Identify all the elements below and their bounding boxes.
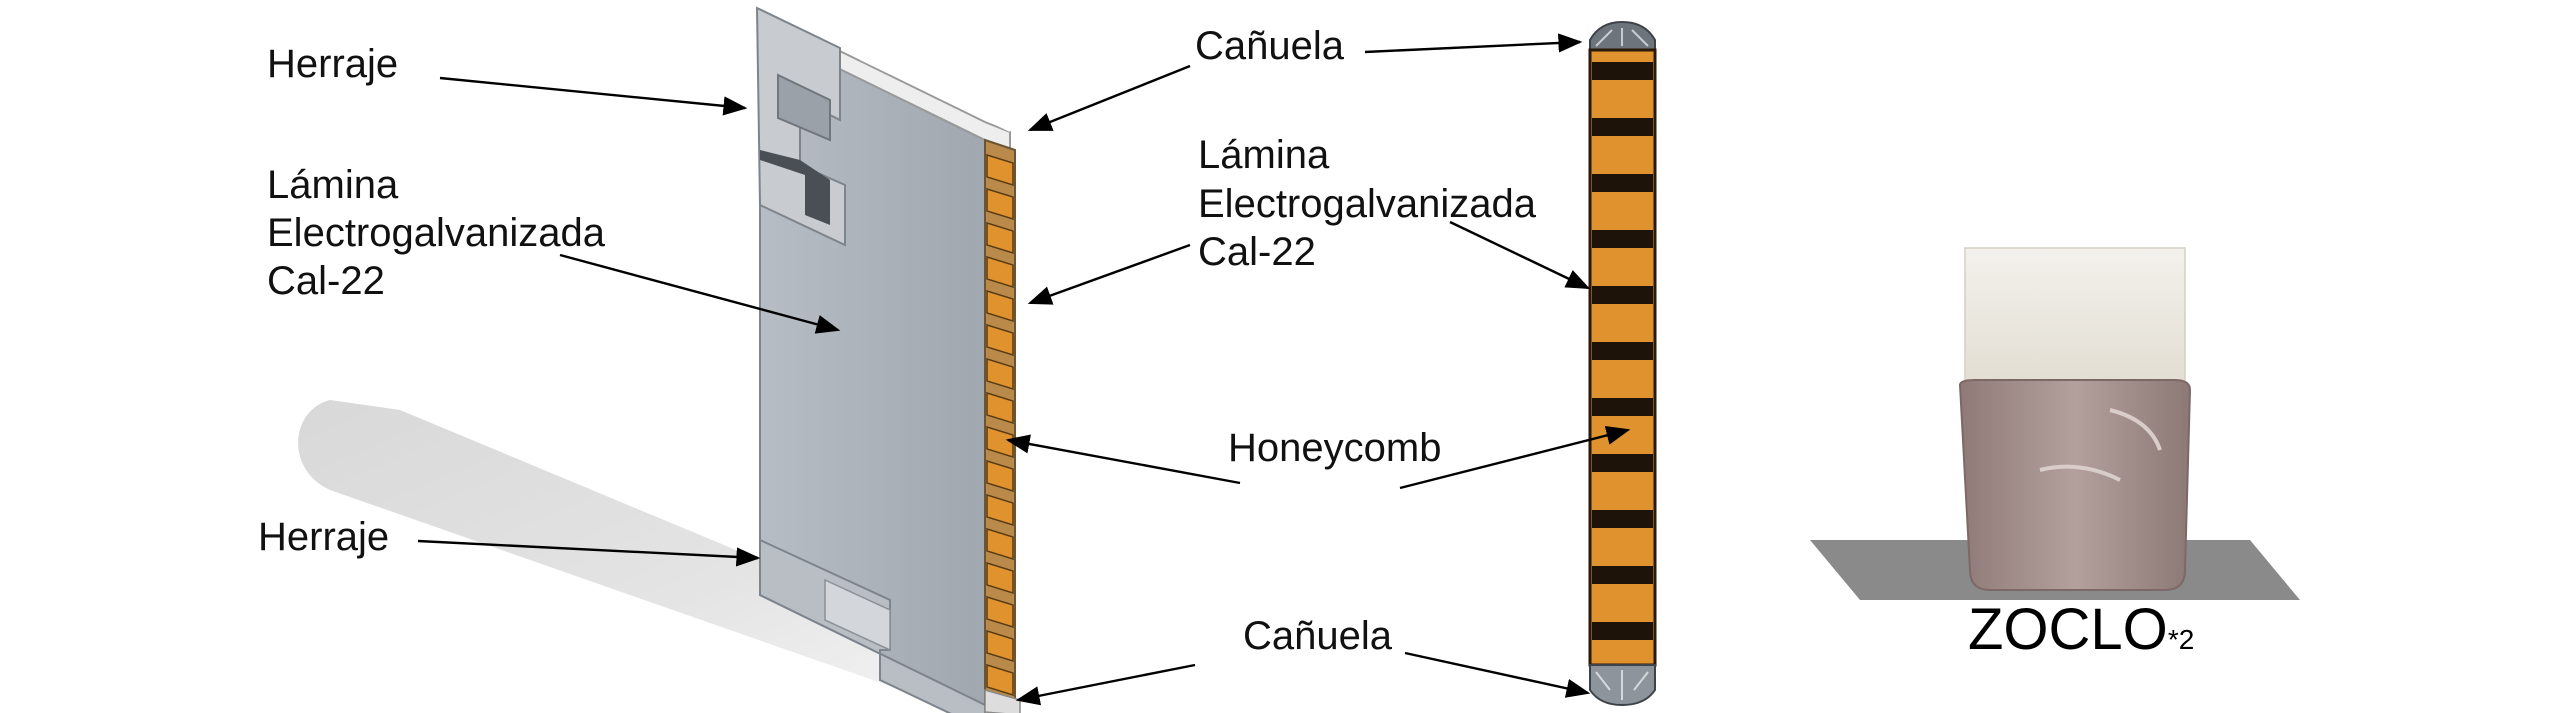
label-canuela-top: Cañuela [1195,24,1345,68]
label-zoclo-note: *2 [2167,624,2195,655]
arrow-canuela-top-right [1364,33,1583,54]
honeycomb-cell-3d-13 [986,595,1014,629]
zoclo-band [1958,379,2192,591]
label-canuela-bottom: Cañuela [1243,614,1393,658]
label-herraje-top: Herraje [267,42,399,86]
zoclo-illustration [1810,247,2300,600]
honeycomb-section-band-7 [1592,454,1653,472]
cross-section [1588,20,1657,707]
arrow-honeycomb-left [1005,434,1241,485]
label-honeycomb: Honeycomb [1228,426,1442,470]
honeycomb-section-band-1 [1592,118,1653,136]
arrow-herraje-bottom [417,539,761,567]
honeycomb-section-band-4 [1592,286,1653,304]
honeycomb-cell-3d-5 [986,323,1014,357]
section-top-canuela-ribs [1595,28,1649,47]
honeycomb-section-band-10 [1592,622,1653,640]
panel-3d [755,6,1021,713]
callout-arrows [417,33,1631,706]
zoclo-glass [1964,247,2186,391]
honeycomb-edge-3d [986,153,1014,697]
arrow-lamina-left-panel [1027,243,1191,305]
honeycomb-cell-3d-12 [986,561,1014,595]
honeycomb-cell-3d-4 [986,289,1014,323]
label-lamina-right-2: Electrogalvanizada [1198,182,1536,226]
honeycomb-section-band-2 [1592,174,1653,192]
label-zoclo-text: ZOCLO [1968,597,2168,662]
label-zoclo: ZOCLO*2 [1968,596,2194,663]
label-lamina-left-1: Lámina [267,163,399,207]
honeycomb-section-band-6 [1592,398,1653,416]
zoclo-band-reflection [2039,408,2162,482]
honeycomb-section-band-8 [1592,510,1653,528]
honeycomb-cell-3d-1 [986,187,1014,221]
honeycomb-cell-3d-2 [986,221,1014,255]
honeycomb-cell-3d-9 [986,459,1014,493]
herraje-top-cutout [777,73,831,142]
honeycomb-section-band-5 [1592,342,1653,360]
honeycomb-section-band-9 [1592,566,1653,584]
arrow-herraje-top [439,76,748,116]
honeycomb-cell-3d-6 [986,357,1014,391]
honeycomb-cell-3d-7 [986,391,1014,425]
label-lamina-right-3: Cal-22 [1198,230,1316,274]
label-lamina-left-2: Electrogalvanizada [267,211,605,255]
honeycomb-section [1592,62,1653,640]
label-herraje-bottom: Herraje [258,515,390,559]
honeycomb-cell-3d-10 [986,493,1014,527]
honeycomb-cell-3d-15 [986,663,1014,697]
honeycomb-cell-3d-11 [986,527,1014,561]
panel-bottom-cap [984,689,1021,713]
herraje-top-slot [760,150,830,225]
honeycomb-section-band-3 [1592,230,1653,248]
honeycomb-cell-3d-0 [986,153,1014,187]
arrow-canuela-top-left [1027,64,1191,132]
panel-top-cap-highlight [850,40,1010,132]
arrow-lamina-left [559,253,841,334]
honeycomb-cell-3d-14 [986,629,1014,663]
herraje-bottom-plate [824,578,891,652]
arrow-canuela-bottom-right [1404,651,1591,698]
label-lamina-right-1: Lámina [1198,133,1330,177]
section-bottom-canuela-ribs [1595,670,1649,700]
honeycomb-cell-3d-3 [986,255,1014,289]
arrow-lamina-right-section [1449,220,1591,290]
arrow-honeycomb-right [1399,426,1631,490]
label-lamina-left-3: Cal-22 [267,259,385,303]
arrow-canuela-bottom-left [1015,663,1196,706]
honeycomb-section-band-0 [1592,62,1653,80]
